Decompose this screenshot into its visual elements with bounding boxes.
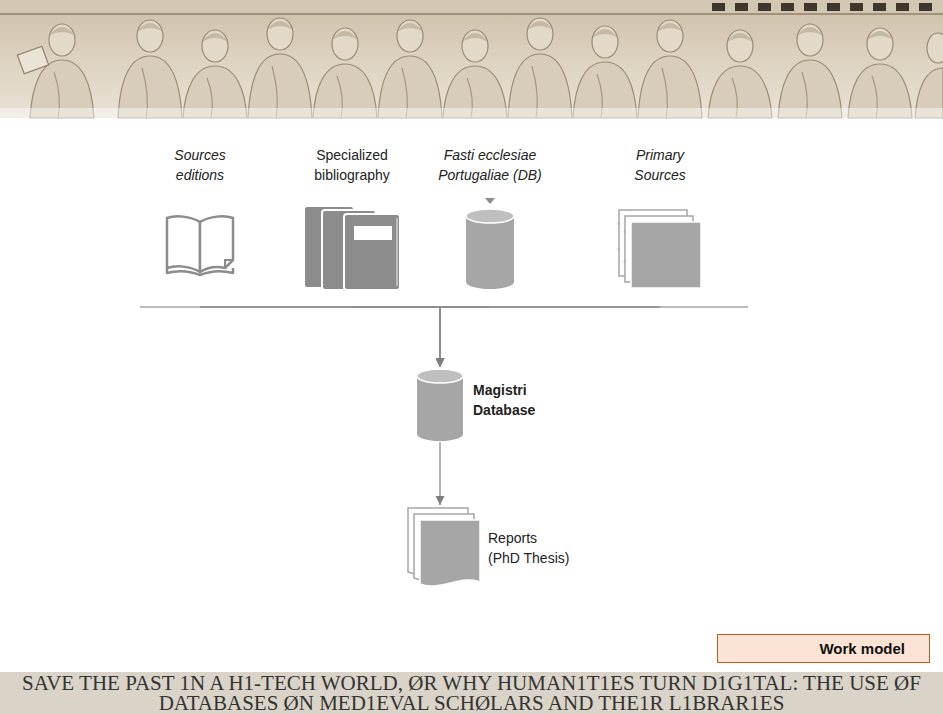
database-icon: [415, 368, 465, 442]
source-label: Fasti ecclesiae Portugaliae (DB): [431, 145, 549, 185]
database-icon-part: [417, 369, 463, 383]
caption-text: SAVE THE PAST 1N A H1-TECH WORLD, ØR WHY…: [4, 673, 939, 713]
source-item: Sources editions: [125, 145, 275, 307]
flow-arrow: [439, 442, 440, 505]
title-band: SAVE THE PAST 1N A H1-TECH WORLD, ØR WHY…: [0, 672, 943, 714]
report-icon: [406, 506, 482, 590]
figure-head: [462, 30, 488, 62]
figure-head: [867, 28, 893, 60]
hair: [592, 29, 618, 38]
tag-label: Work model: [819, 639, 905, 659]
book-icon-part: [225, 260, 233, 268]
book-icon-part: [167, 216, 200, 272]
book-icon: [164, 212, 236, 276]
database-icon-part: [485, 198, 495, 204]
source-item: Fasti ecclesiae Portugaliae (DB): [415, 145, 565, 307]
dentil: [896, 3, 909, 11]
figure-head: [527, 18, 553, 50]
flow-arrow: [200, 307, 440, 367]
dentil: [850, 3, 863, 11]
figure-head: [927, 33, 943, 63]
documents-icon-part: [631, 222, 701, 288]
hair: [332, 31, 358, 40]
database-label: Magistri Database: [473, 380, 553, 420]
stone-book: [17, 46, 48, 74]
documents-icon: [617, 208, 703, 290]
frieze-banner: [0, 0, 943, 120]
hair: [527, 21, 553, 30]
flow-arrow: [440, 307, 490, 367]
hair: [727, 33, 753, 42]
figure-head: [592, 26, 618, 58]
tag-box: Work model: [717, 634, 930, 663]
dentil: [827, 3, 840, 11]
books-icon: [302, 200, 402, 292]
hair: [137, 23, 163, 32]
database-icon: [464, 198, 516, 290]
documents-icon-part: [618, 222, 625, 263]
dentil-row: [712, 3, 932, 11]
source-label: Sources editions: [164, 145, 236, 185]
dentil: [735, 3, 748, 11]
hair: [657, 23, 683, 32]
database-icon-part: [466, 209, 514, 223]
book-icon-part: [200, 216, 233, 272]
database-icon-part: [466, 216, 514, 289]
books-icon-part: [354, 226, 392, 240]
book-icon-part: [167, 268, 233, 275]
source-label: Primary Sources: [624, 145, 696, 185]
figure-heads: [49, 18, 943, 63]
figure-head: [202, 30, 228, 62]
hair: [462, 33, 488, 42]
frieze-molding: [0, 0, 943, 14]
figure-head: [267, 18, 293, 50]
source-item: Specialized bibliography: [277, 145, 427, 307]
output-node: Reports (PhD Thesis): [406, 506, 586, 590]
dentil: [804, 3, 817, 11]
figure-head: [657, 20, 683, 52]
figure-head: [332, 28, 358, 60]
dentil: [919, 3, 932, 11]
hair: [267, 21, 293, 30]
hair: [202, 33, 228, 42]
database-icon-part: [417, 376, 463, 441]
source-item: Primary Sources: [585, 145, 735, 307]
flow-arrow: [440, 307, 660, 367]
molding-edge: [0, 13, 943, 15]
dentil: [758, 3, 771, 11]
report-icon-part: [420, 520, 480, 586]
dentil: [781, 3, 794, 11]
hair: [797, 27, 823, 36]
dentil: [712, 3, 725, 11]
frieze-ground: [0, 0, 943, 118]
books-icon-part: [344, 214, 400, 290]
figure-head: [49, 24, 75, 56]
output-label: Reports (PhD Thesis): [488, 528, 572, 568]
hair-shading: [49, 21, 893, 42]
hair: [397, 23, 423, 32]
flow-arrow: [352, 307, 440, 367]
hair: [867, 31, 893, 40]
figure-head: [397, 20, 423, 52]
figure-head: [137, 20, 163, 52]
figure-head: [727, 30, 753, 62]
frieze-fade: [0, 108, 943, 120]
books-icon-part: [396, 218, 398, 286]
hair: [49, 27, 75, 36]
dentil: [873, 3, 886, 11]
figure-head: [797, 24, 823, 56]
source-label: Specialized bibliography: [302, 145, 402, 185]
database-node: Magistri Database: [415, 368, 565, 442]
